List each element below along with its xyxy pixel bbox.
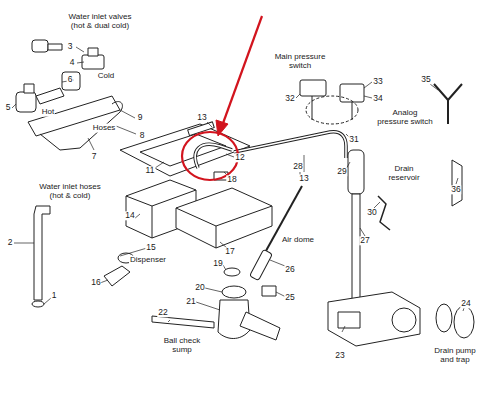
trap-ring	[436, 304, 452, 332]
callout-number: 27	[359, 236, 370, 245]
callout-number: 29	[336, 167, 347, 176]
callout-number: 22	[157, 308, 168, 317]
part-label: Drain pump and trap	[426, 347, 484, 365]
valve-pipe	[48, 44, 62, 50]
main-pressure-switch	[300, 80, 326, 96]
part-label: Hot	[41, 108, 55, 117]
callout-number: 9	[137, 113, 144, 122]
callout-number: 13	[298, 174, 309, 183]
pressure-hose	[234, 132, 346, 158]
part-label: Cold	[97, 72, 115, 81]
callout-number: 24	[460, 299, 471, 308]
callout-number: 13	[196, 113, 207, 122]
callout-number: 14	[124, 211, 135, 220]
callout-number: 23	[334, 351, 345, 360]
callout-number: 3	[67, 42, 74, 51]
valve-pipe	[36, 88, 64, 104]
callout-number: 4	[69, 58, 76, 67]
valve-solenoid	[88, 48, 98, 56]
inlet-hose	[34, 206, 50, 300]
part-label: Hoses	[92, 124, 117, 133]
part-label: Ball check sump	[157, 337, 207, 355]
leader-lines	[12, 47, 464, 332]
hose	[40, 112, 120, 150]
callout-number: 6	[67, 75, 74, 84]
clip-30	[378, 196, 390, 230]
callout-number: 11	[145, 166, 156, 175]
part-label: Dispenser	[129, 256, 167, 265]
valve-fitting	[32, 40, 48, 52]
part-label: Analog pressure switch	[376, 109, 434, 127]
bracket-36	[452, 160, 462, 206]
hose-group-outline	[306, 96, 358, 124]
callout-number: 36	[450, 185, 461, 194]
callout-number: 31	[348, 135, 359, 144]
dispenser-hose	[195, 144, 232, 168]
inlet-manifold	[28, 96, 120, 136]
pump-port	[392, 308, 416, 332]
callout-number: 32	[284, 94, 295, 103]
part-label: Water inlet hoses (hot & cold)	[38, 183, 102, 201]
part-label: Main pressure switch	[269, 53, 331, 71]
callout-number: 19	[212, 259, 223, 268]
hose-22	[152, 316, 214, 328]
analog-pressure-switch	[340, 84, 364, 102]
valve-hot	[16, 92, 36, 112]
highlight-arrowhead	[216, 120, 228, 136]
valve-solenoid	[24, 84, 34, 93]
part-label: Drain reservoir	[378, 165, 430, 183]
callout-number: 35	[420, 75, 431, 84]
dispenser-hose-core	[195, 144, 232, 168]
callout-number: 2	[7, 238, 14, 247]
callout-number: 7	[91, 152, 98, 161]
callout-number: 26	[284, 265, 295, 274]
callout-number: 20	[194, 283, 205, 292]
callout-number: 33	[372, 77, 383, 86]
highlight-arrow	[222, 16, 262, 126]
valve-cold	[62, 72, 80, 90]
callout-number: 17	[224, 247, 235, 256]
fork-35	[434, 84, 462, 124]
drain-pump	[328, 292, 420, 346]
callout-number: 15	[145, 243, 156, 252]
dispenser-tray	[176, 188, 272, 248]
callout-number: 1	[51, 291, 58, 300]
air-dome	[250, 249, 273, 280]
air-dome-tube	[262, 186, 302, 258]
callout-number: 25	[284, 293, 295, 302]
highlight-circle	[182, 132, 238, 180]
part-label: Water inlet valves (hot & dual cold)	[63, 13, 137, 31]
ring-20	[222, 286, 246, 298]
part-label: Air dome	[281, 236, 315, 245]
ring-19	[224, 268, 240, 276]
callout-number: 5	[5, 103, 12, 112]
washer-ring	[32, 301, 44, 307]
pressure-hose-core	[234, 132, 346, 158]
callout-number: 21	[185, 297, 196, 306]
pump-motor	[338, 312, 360, 328]
switch-hose	[312, 96, 352, 120]
clamp	[262, 286, 276, 296]
drain-tube	[352, 194, 360, 300]
elbow-fitting	[104, 266, 130, 286]
callout-number: 30	[366, 208, 377, 217]
callout-number: 28	[292, 162, 303, 171]
callout-number: 16	[90, 278, 101, 287]
callout-number: 34	[372, 94, 383, 103]
callout-number: 18	[226, 175, 237, 184]
tray-edges	[176, 206, 272, 248]
callout-number: 8	[139, 131, 146, 140]
drain-reservoir	[348, 150, 364, 194]
sump-outlet	[240, 312, 280, 340]
callout-number: 12	[234, 153, 245, 162]
valve-body	[82, 55, 104, 69]
trap-filter	[454, 306, 474, 338]
